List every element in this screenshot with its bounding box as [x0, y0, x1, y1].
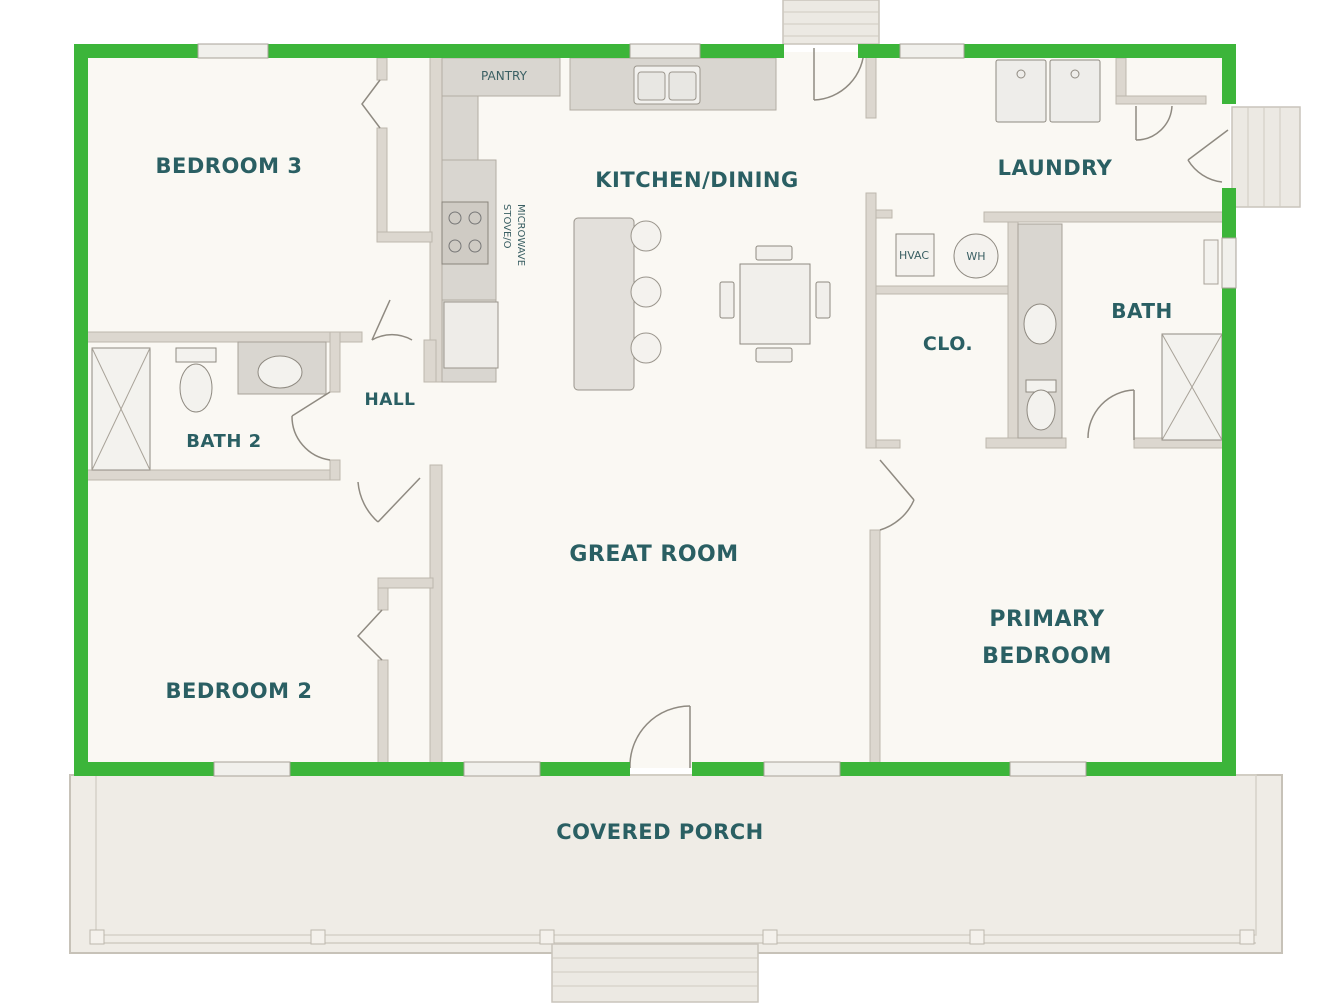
stove-label-line2: MICROWAVE [515, 204, 526, 266]
kitchen-sink [633, 65, 701, 105]
room-label-bedroom2: BEDROOM 2 [166, 679, 313, 703]
side-steps-right [1231, 106, 1301, 208]
primary-bath-window-sill [1203, 239, 1219, 285]
back-steps-top [782, 0, 880, 45]
primary-toilet [1025, 379, 1057, 431]
kitchen-island [573, 217, 662, 391]
room-label-covered-porch: COVERED PORCH [556, 820, 763, 844]
room-label-bedroom3: BEDROOM 3 [156, 154, 303, 178]
room-label-primary-line1: PRIMARY [989, 607, 1105, 632]
room-label-bath2: BATH 2 [186, 431, 261, 452]
washer-dryer [995, 59, 1101, 123]
pantry-label: PANTRY [481, 69, 528, 83]
refrigerator [443, 301, 499, 369]
windows [197, 43, 1237, 777]
hvac-label: HVAC [899, 249, 929, 262]
primary-shower [1161, 333, 1223, 441]
front-steps [551, 943, 759, 1003]
stove [441, 201, 489, 265]
bath2-shower [91, 347, 151, 471]
water-heater [953, 233, 999, 279]
covered-porch-area [69, 774, 1283, 954]
bath2-toilet [175, 347, 217, 413]
room-label-kitchen-dining: KITCHEN/DINING [595, 168, 798, 192]
room-label-great-room: GREAT ROOM [569, 542, 738, 567]
room-label-laundry: LAUNDRY [998, 156, 1113, 180]
wh-label: WH [966, 250, 985, 263]
bath2-vanity [237, 341, 327, 395]
stove-label-line1: STOVE/O [501, 204, 512, 249]
room-label-clo: CLO. [923, 333, 973, 355]
room-label-primary-line2: BEDROOM [982, 644, 1112, 669]
dining-table [719, 245, 831, 363]
hvac-unit [895, 233, 935, 277]
room-label-hall: HALL [364, 390, 415, 410]
room-label-bath: BATH [1111, 299, 1173, 323]
